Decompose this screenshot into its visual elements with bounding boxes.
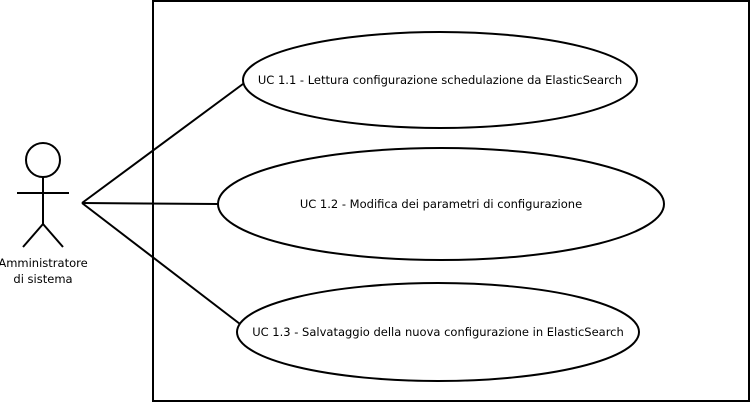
actor-right-leg bbox=[42, 223, 64, 248]
use-case-1-3-label: UC 1.3 - Salvataggio della nuova configu… bbox=[252, 325, 624, 339]
use-case-1-1-ellipse bbox=[242, 31, 638, 129]
association-uc-1-1 bbox=[81, 80, 248, 204]
use-case-1-1: UC 1.1 - Lettura configurazione schedula… bbox=[242, 31, 638, 129]
use-case-1-1-label: UC 1.1 - Lettura configurazione schedula… bbox=[258, 73, 622, 87]
actor-figure bbox=[17, 142, 69, 248]
actor-head bbox=[25, 142, 61, 178]
use-case-1-2: UC 1.2 - Modifica dei parametri di confi… bbox=[217, 147, 665, 261]
use-case-1-2-ellipse bbox=[217, 147, 665, 261]
association-uc-1-2 bbox=[81, 202, 219, 205]
actor-label-line1: Amministratore bbox=[0, 256, 88, 270]
use-case-1-2-label: UC 1.2 - Modifica dei parametri di confi… bbox=[300, 197, 582, 211]
use-case-1-3-ellipse bbox=[236, 282, 640, 382]
association-uc-1-3 bbox=[81, 202, 241, 325]
actor-left-leg bbox=[22, 223, 44, 248]
actor-label-line2: di sistema bbox=[13, 272, 72, 286]
use-case-1-3: UC 1.3 - Salvataggio della nuova configu… bbox=[236, 282, 640, 382]
